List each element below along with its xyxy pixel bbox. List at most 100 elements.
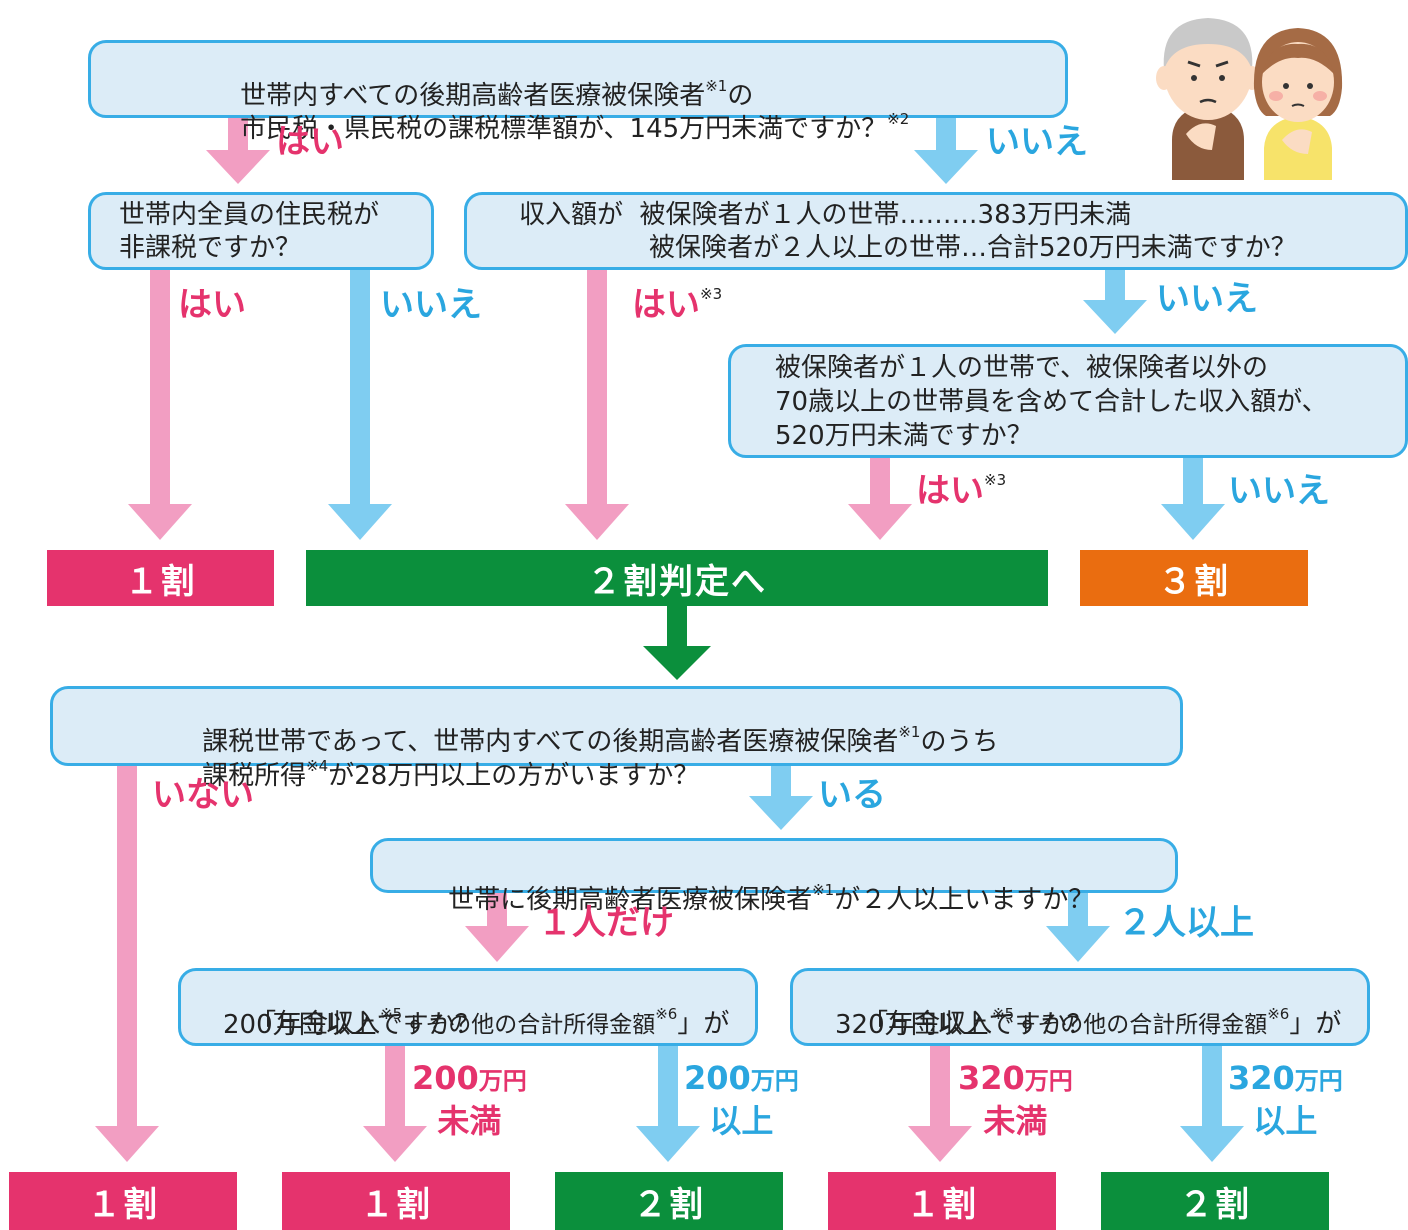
q5-line2-tail: が28万円以上の方がいますか？: [328, 761, 700, 792]
arrow-q5-yes: [749, 766, 813, 830]
arrow-q6-one: [465, 893, 529, 962]
arrow-q7-under: [363, 1046, 427, 1162]
q1-line1: 世帯内すべての後期高齢者医療被保険者: [240, 81, 706, 112]
result-2wari-judge: ２割判定へ: [306, 550, 1048, 606]
result-1wari-top: １割: [47, 550, 274, 606]
q8-over-amount: 320: [1228, 1059, 1295, 1097]
q1-line1-tail: の: [727, 81, 754, 112]
label-q7-under: 200万円 未満: [412, 1058, 527, 1141]
q5-line1: 課税世帯であって、世帯内すべての後期高齢者医療被保険者: [202, 727, 899, 758]
label-q8-under: 320万円 未満: [958, 1058, 1073, 1141]
result-bottom-3: ２割: [555, 1172, 783, 1230]
result-bottom-5: ２割: [1101, 1172, 1329, 1230]
q6-line1-tail: が２人以上いますか？: [834, 885, 1095, 916]
label-q3-yes-note: ※3: [700, 285, 723, 303]
q3-line2: 被保険者が２人以上の世帯…合計520万円未満ですか？: [649, 233, 1297, 263]
question-q3-income: 収入額が 被保険者が１人の世帯………383万円未満 被保険者が２人以上の世帯…合…: [464, 192, 1408, 270]
q1-note2: ※2: [887, 110, 910, 129]
q7-line2: 200万円以上ですか？: [223, 1010, 481, 1040]
label-q5-yes: いる: [818, 775, 886, 815]
q7-over-word: 以上: [709, 1102, 774, 1140]
q8-head: 「年金収入: [862, 1009, 993, 1040]
q1-line2: 市民税・県民税の課税標準額が、145万円未満ですか？: [240, 114, 888, 145]
q8-note1: ※5: [992, 1005, 1015, 1024]
q8-under-amount: 320: [958, 1059, 1025, 1097]
q4-line3: 520万円未満ですか？: [775, 421, 1033, 451]
label-q7-over: 200万円 以上: [684, 1058, 799, 1141]
q6-line1-head: 世帯に後期高齢者医療被保険者: [448, 885, 813, 916]
q6-note: ※1: [812, 881, 835, 900]
q5-line1-tail: のうち: [920, 727, 999, 758]
q8-tail: 」が: [1289, 1009, 1342, 1040]
question-q8-pension-320: 「年金収入※5＋その他の合計所得金額※6」が 320万円以上ですか？: [790, 968, 1370, 1046]
label-q6-two: ２人以上: [1118, 903, 1254, 943]
label-q4-yes-text: はい: [916, 471, 984, 511]
result-bottom-4: １割: [828, 1172, 1056, 1230]
label-q1-yes: はい: [276, 122, 344, 162]
arrow-q1-yes: [206, 118, 270, 184]
q7-under-amount: 200: [412, 1059, 479, 1097]
q5-line2-head: 課税所得: [202, 761, 307, 792]
arrow-q6-two: [1046, 893, 1110, 962]
arrow-q8-under: [908, 1046, 972, 1162]
arrow-q3-no: [1083, 270, 1147, 334]
arrow-to-2wari-judge: [643, 606, 711, 680]
q7-under-word: 未満: [437, 1102, 502, 1140]
label-q4-yes: はい※3: [916, 471, 1007, 511]
q7-over-amount: 200: [684, 1059, 751, 1097]
q7-note2: ※6: [655, 1005, 678, 1024]
q8-note2: ※6: [1267, 1005, 1290, 1024]
q7-head: 「年金収入: [250, 1009, 381, 1040]
arrow-q8-over: [1180, 1046, 1244, 1162]
q4-line1: 被保険者が１人の世帯で、被保険者以外の: [775, 353, 1268, 383]
question-q2-resident-tax: 世帯内全員の住民税が 非課税ですか？: [88, 192, 434, 270]
label-q4-yes-note: ※3: [984, 471, 1007, 489]
label-q4-no: いいえ: [1228, 471, 1330, 511]
result-3wari: ３割: [1080, 550, 1308, 606]
q7-note1: ※5: [380, 1005, 403, 1024]
q8-over-word: 以上: [1253, 1102, 1318, 1140]
question-q1-tax-base: 世帯内すべての後期高齢者医療被保険者※1の 市民税・県民税の課税標準額が、145…: [88, 40, 1068, 144]
question-q6-insured-count: 世帯に後期高齢者医療被保険者※1が２人以上いますか？: [370, 838, 1178, 915]
label-q3-yes: はい※3: [632, 285, 723, 325]
q4-line2: 70歳以上の世帯員を含めて合計した収入額が、: [775, 387, 1328, 417]
question-q4-household-income: 被保険者が１人の世帯で、被保険者以外の 70歳以上の世帯員を含めて合計した収入額…: [728, 344, 1408, 458]
q3-line1: 収入額が 被保険者が１人の世帯………383万円未満: [519, 200, 1132, 230]
question-q7-pension-200: 「年金収入※5＋その他の合計所得金額※6」が 200万円以上ですか？: [178, 968, 758, 1046]
arrow-q3-yes: [565, 270, 629, 540]
q5-note2: ※4: [306, 757, 329, 776]
label-q1-no: いいえ: [986, 122, 1088, 162]
q2-line1: 世帯内全員の住民税が: [119, 200, 380, 230]
q1-note1: ※1: [705, 77, 728, 96]
label-q8-over: 320万円 以上: [1228, 1058, 1343, 1141]
result-bottom-1: １割: [9, 1172, 237, 1230]
arrow-q4-no: [1161, 458, 1225, 540]
result-bottom-2: １割: [282, 1172, 510, 1230]
elderly-couple-illustration: [1156, 18, 1343, 180]
q7-mid: ＋その他の合計所得金額: [402, 1012, 656, 1039]
arrow-q5-no: [95, 766, 159, 1162]
q8-mid: ＋その他の合計所得金額: [1014, 1012, 1268, 1039]
arrow-q4-yes: [848, 458, 912, 540]
label-q6-one: １人だけ: [538, 903, 674, 943]
label-q2-yes: はい: [178, 285, 246, 325]
arrow-q7-over: [636, 1046, 700, 1162]
label-q3-yes-text: はい: [632, 285, 700, 325]
q8-under-unit: 万円: [1024, 1067, 1073, 1095]
q7-over-unit: 万円: [750, 1067, 799, 1095]
q7-under-unit: 万円: [478, 1067, 527, 1095]
question-q5-taxable-income: 課税世帯であって、世帯内すべての後期高齢者医療被保険者※1のうち 課税所得※4が…: [50, 686, 1183, 791]
q8-line2: 320万円以上ですか？: [835, 1010, 1093, 1040]
arrow-q1-no: [914, 118, 978, 184]
label-q5-no: いない: [152, 775, 254, 815]
q8-under-word: 未満: [983, 1102, 1048, 1140]
q2-line2: 非課税ですか？: [119, 233, 302, 263]
label-q2-no: いいえ: [380, 285, 482, 325]
arrow-q2-yes: [128, 270, 192, 540]
q7-tail: 」が: [677, 1009, 730, 1040]
label-q3-no: いいえ: [1156, 279, 1258, 319]
q5-note1: ※1: [898, 723, 921, 742]
q8-over-unit: 万円: [1294, 1067, 1343, 1095]
arrow-q2-no: [328, 270, 392, 540]
